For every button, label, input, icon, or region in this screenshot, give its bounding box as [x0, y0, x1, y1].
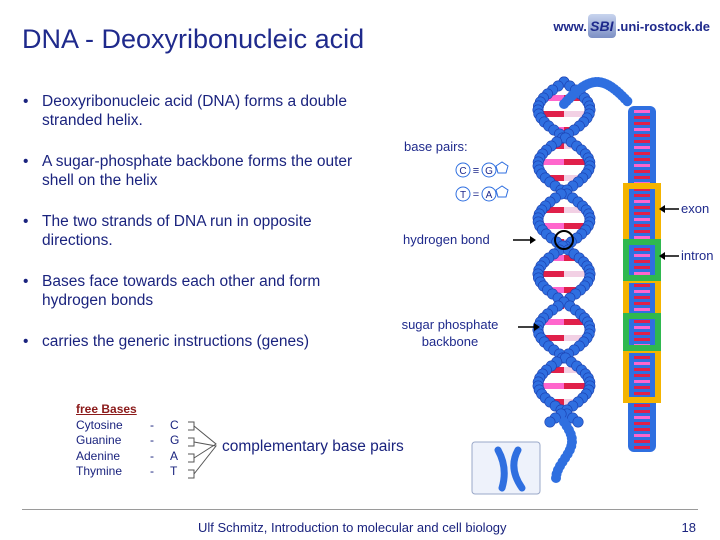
- svg-text:C: C: [459, 166, 466, 177]
- backbone-label: sugar phosphate: [402, 317, 499, 332]
- base-row: Cytosine - C: [76, 418, 179, 434]
- exon-label: exon: [681, 201, 709, 216]
- bracket-icon: [188, 421, 217, 479]
- sbi-logo-icon: SBI: [587, 14, 616, 38]
- base-name: Cytosine: [76, 417, 123, 432]
- logo-prefix: www.: [553, 18, 587, 34]
- gene-strip: [623, 106, 661, 452]
- bullet-list: Deoxyribonucleic acid (DNA) forms a doub…: [20, 92, 380, 373]
- bullet-item: The two strands of DNA run in opposite d…: [20, 212, 380, 250]
- bullet-item: A sugar-phosphate backbone forms the out…: [20, 152, 380, 190]
- bullet-item: Deoxyribonucleic acid (DNA) forms a doub…: [20, 92, 380, 130]
- svg-text:=: =: [473, 189, 479, 201]
- free-bases-heading: free Bases: [76, 402, 137, 416]
- svg-text:G: G: [485, 166, 493, 177]
- logo-suffix: .uni-rostock.de: [616, 18, 710, 34]
- base-row: Thymine - T: [76, 464, 179, 480]
- base-row: Adenine - A: [76, 449, 179, 465]
- base-dash: -: [150, 433, 154, 447]
- base-letter: T: [170, 464, 178, 478]
- base-letter: C: [170, 417, 179, 432]
- base-letter: G: [170, 433, 180, 447]
- dna-figure: base pairs: C ≡ G T = A hydrogen bond su…: [402, 76, 714, 495]
- base-pair-icon: C ≡ G: [455, 161, 509, 178]
- backbone-label: backbone: [422, 334, 478, 349]
- base-dash: -: [150, 464, 154, 478]
- hydrogen-bond-label: hydrogen bond: [403, 232, 490, 247]
- svg-text:T: T: [460, 190, 466, 201]
- slide-title: DNA - Deoxyribonucleic acid: [22, 24, 365, 54]
- chromosome-icon: [471, 441, 541, 495]
- base-dash: -: [150, 448, 154, 463]
- base-name: Guanine: [76, 433, 122, 447]
- base-dash: -: [150, 417, 154, 432]
- free-bases-table: free Bases Cytosine - C Guanine - G Aden…: [76, 402, 179, 480]
- hydrogen-bond-circle: [554, 230, 574, 250]
- base-name: Adenine: [76, 448, 121, 463]
- svg-text:≡: ≡: [473, 165, 479, 177]
- bullet-item: carries the generic instructions (genes): [20, 332, 380, 351]
- base-name: Thymine: [76, 464, 123, 478]
- footer-text: Ulf Schmitz, Introduction to molecular a…: [198, 520, 507, 535]
- complementary-label: complementary base pairs: [222, 438, 404, 455]
- base-pairs-label: base pairs:: [404, 139, 468, 154]
- base-row: Guanine - G: [76, 433, 179, 449]
- footer-divider: [22, 509, 698, 510]
- base-letter: A: [170, 448, 179, 463]
- bullet-item: Bases face towards each other and form h…: [20, 272, 380, 310]
- page-number: 18: [681, 520, 696, 535]
- svg-text:A: A: [486, 190, 493, 201]
- site-logo[interactable]: www. SBI .uni-rostock.de: [553, 14, 710, 38]
- base-pair-icon: T = A: [455, 185, 509, 202]
- dna-helix-image: [532, 76, 633, 483]
- intron-label: intron: [681, 248, 714, 263]
